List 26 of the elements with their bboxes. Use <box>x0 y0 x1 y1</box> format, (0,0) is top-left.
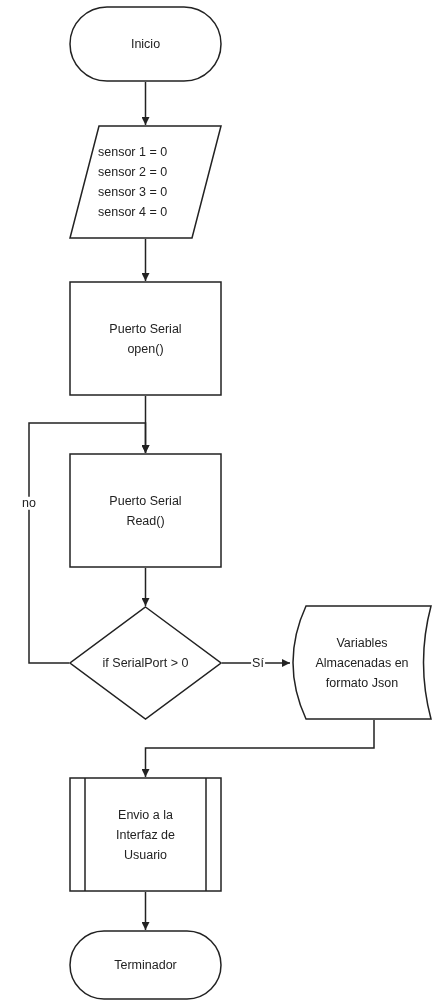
subroutine-box <box>69 777 222 892</box>
node-text: Terminador <box>114 957 177 974</box>
node-text: Puerto Serial Read() <box>108 492 183 530</box>
edge-label: no <box>21 496 37 510</box>
stored-data-shape <box>292 605 432 720</box>
node-text: sensor 4 = 0 <box>98 204 168 221</box>
arrow <box>141 238 150 282</box>
edge-label: Sí <box>251 656 265 670</box>
arrow <box>141 891 150 931</box>
process-box <box>69 281 222 396</box>
node-text: if SerialPort > 0 <box>102 655 189 672</box>
process-box <box>69 453 222 568</box>
arrow <box>141 567 150 607</box>
decision-diamond <box>69 606 222 720</box>
node-text: sensor 1 = 0 <box>98 144 168 161</box>
node-text: Inicio <box>130 36 161 53</box>
arrow <box>28 422 150 664</box>
arrow <box>221 659 291 667</box>
node-text: Envio a la Interfaz de Usuario <box>114 806 177 864</box>
input-parallelogram <box>69 125 222 239</box>
node-text: Puerto Serial open() <box>108 320 183 358</box>
node-text: sensor 3 = 0 <box>98 184 168 201</box>
node-text: Variables Almacenadas en formato Json <box>314 634 410 692</box>
node-text: sensor 2 = 0 <box>98 164 168 181</box>
arrow <box>141 81 150 126</box>
arrow <box>141 719 375 778</box>
